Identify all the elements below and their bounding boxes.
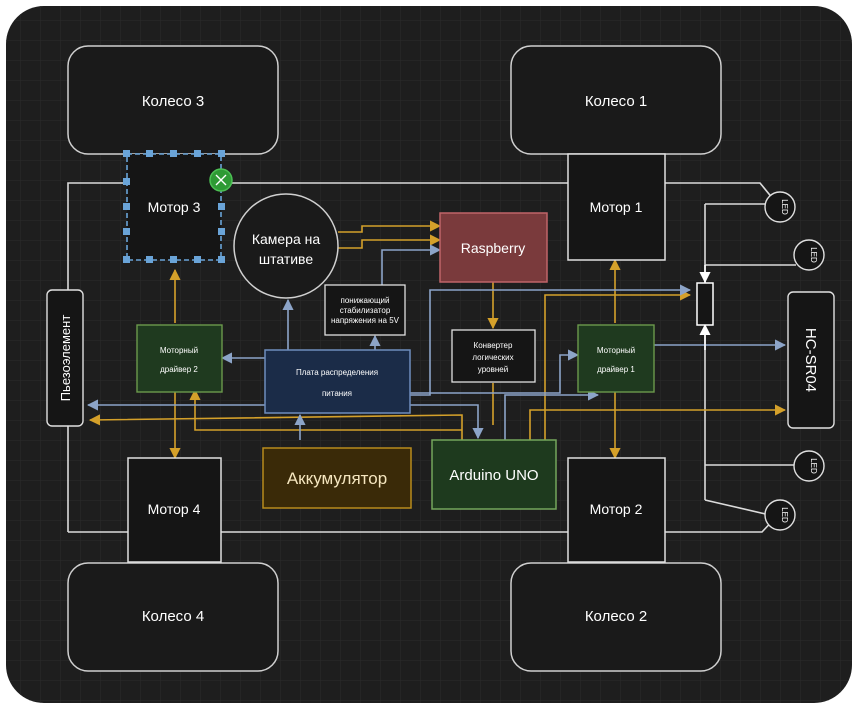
led-4-label: LED	[780, 507, 789, 523]
power-board-line2: питания	[322, 389, 352, 398]
raspberry-label: Raspberry	[461, 240, 526, 256]
orange-connections	[88, 220, 787, 460]
wheel-3[interactable]: Колесо 3	[67, 45, 279, 155]
camera-label-line2: штативе	[259, 251, 313, 267]
stabilizer-line3: напряжения на 5V	[331, 316, 400, 325]
wheel-2-label: Колесо 2	[585, 608, 647, 625]
battery-node[interactable]: Аккумулятор	[262, 447, 412, 509]
motor-2-label: Мотор 2	[590, 501, 643, 517]
blue-connections	[86, 244, 787, 440]
converter-line1: Конвертер	[474, 341, 513, 350]
piezo-label: Пьезоэлемент	[58, 315, 73, 402]
motor-4[interactable]: Мотор 4	[127, 457, 222, 563]
piezo-node[interactable]: Пьезоэлемент	[46, 289, 84, 427]
motor-2[interactable]: Мотор 2	[567, 457, 666, 563]
stabilizer-node[interactable]: понижающий стабилизатор напряжения на 5V	[324, 284, 406, 336]
wheel-4-label: Колесо 4	[142, 608, 204, 625]
raspberry-node[interactable]: Raspberry	[439, 212, 548, 283]
wheel-4[interactable]: Колесо 4	[67, 562, 279, 672]
motor-driver-2[interactable]: Моторный драйвер 2	[136, 324, 223, 393]
converter-line3: уровней	[478, 365, 508, 374]
green-anchor-handle[interactable]	[209, 168, 233, 192]
wheel-2[interactable]: Колесо 2	[510, 562, 722, 672]
wheel-1[interactable]: Колесо 1	[510, 45, 722, 155]
hc-sr04-label: HC-SR04	[802, 328, 819, 392]
stabilizer-line2: стабилизатор	[340, 306, 391, 315]
driver-2-line2: драйвер 2	[160, 365, 198, 374]
motor-4-label: Мотор 4	[148, 501, 201, 517]
driver-1-line2: драйвер 1	[597, 365, 635, 374]
camera-node[interactable]: Камера на штативе	[233, 193, 339, 299]
power-board-node[interactable]: Плата распределения питания	[264, 349, 411, 414]
led-2[interactable]: LED	[793, 239, 825, 271]
motor-1[interactable]: Мотор 1	[567, 153, 666, 261]
motor-3[interactable]: Мотор 3	[126, 153, 222, 261]
led-3-label: LED	[809, 458, 818, 474]
level-converter-node[interactable]: Конвертер логических уровней	[451, 329, 536, 383]
hc-sr04-node[interactable]: HC-SR04	[787, 291, 835, 429]
wheel-1-label: Колесо 1	[585, 93, 647, 110]
led-4[interactable]: LED	[764, 499, 796, 531]
selection-handles[interactable]	[123, 150, 225, 263]
led-2-label: LED	[809, 247, 818, 263]
converter-line2: логических	[472, 353, 513, 362]
led-1[interactable]: LED	[764, 191, 796, 223]
stabilizer-line1: понижающий	[341, 296, 390, 305]
arduino-node[interactable]: Arduino UNO	[431, 439, 557, 510]
resistor-node[interactable]	[696, 282, 714, 326]
motor-1-label: Мотор 1	[590, 199, 643, 215]
arduino-label: Arduino UNO	[449, 467, 538, 484]
power-board-line1: Плата распределения	[296, 368, 378, 377]
driver-1-line1: Моторный	[597, 346, 635, 355]
battery-label: Аккумулятор	[287, 469, 387, 488]
motor-driver-1[interactable]: Моторный драйвер 1	[577, 324, 655, 393]
led-1-label: LED	[780, 199, 789, 215]
camera-label-line1: Камера на	[252, 231, 321, 247]
led-3[interactable]: LED	[793, 450, 825, 482]
wheel-3-label: Колесо 3	[142, 93, 204, 110]
driver-2-line1: Моторный	[160, 346, 198, 355]
motor-3-label: Мотор 3	[148, 199, 201, 215]
